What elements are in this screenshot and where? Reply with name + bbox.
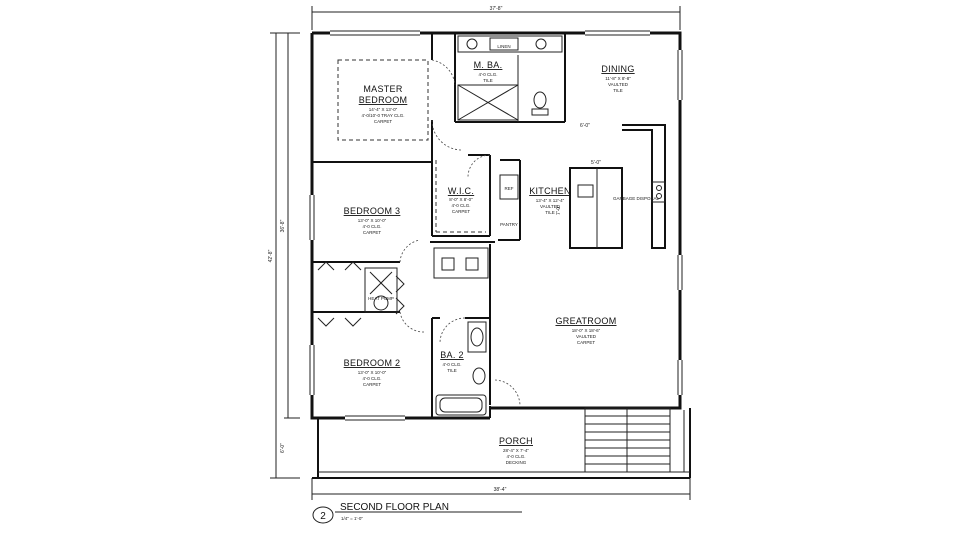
bath2-ceiling: 4'-0 CLG. — [442, 362, 461, 367]
bedroom2-ceiling: 4'-0 CLG. — [362, 376, 381, 381]
stair-treads — [585, 408, 670, 472]
bedroom3-name: BEDROOM 3 — [344, 206, 401, 216]
master-bedroom-ceiling: 4'-0/10'-0 TRAY CLG. — [362, 113, 405, 118]
porch-ceiling: 4'-0 CLG. — [506, 454, 525, 459]
porch-name: PORCH — [499, 436, 533, 446]
wic-size: 8'-0" X 8'-0" — [449, 197, 473, 202]
room-master-bath: M. BA. 4'-0 CLG. TILE — [474, 60, 503, 83]
master-bath-name: M. BA. — [474, 60, 503, 70]
bath2-finish: TILE — [447, 368, 457, 373]
greatroom-finish: CARPET — [577, 340, 596, 345]
wic-finish: CARPET — [452, 209, 471, 214]
room-greatroom: GREATROOM 18'-0" X 18'-6" VAULTED CARPET — [555, 316, 616, 345]
porch-finish: DECKING — [506, 460, 527, 465]
dim-island-width: 5'-0" — [591, 160, 601, 166]
door-swings — [399, 59, 521, 407]
master-bedroom-name-2: BEDROOM — [359, 95, 408, 105]
bedroom2-size: 13'-0" X 10'-0" — [358, 370, 387, 375]
bedroom3-finish: CARPET — [363, 230, 382, 235]
master-bath-finish: TILE — [483, 78, 493, 83]
appliance-label: GARBAGE DISPOSAL — [613, 196, 660, 201]
dim-kitchen-offset: 6'-0" — [580, 123, 590, 129]
wic-ceiling: 4'-0 CLG. — [451, 203, 470, 208]
greatroom-name: GREATROOM — [555, 316, 616, 326]
title-block: 2 SECOND FLOOR PLAN 1/4" = 1'-0" — [312, 502, 522, 524]
bedroom3-size: 13'-0" X 10'-0" — [358, 218, 387, 223]
drawing-scale: 1/4" = 1'-0" — [341, 516, 363, 521]
pantry-label: PANTRY — [500, 222, 518, 227]
interior-walls — [312, 33, 691, 479]
kitchen-size: 13'-4" X 12'-4" — [536, 198, 565, 203]
master-bedroom-name-1: MASTER — [363, 84, 403, 94]
room-kitchen: KITCHEN 13'-4" X 12'-4" VAULTED TILE — [529, 186, 571, 215]
room-bedroom3: BEDROOM 3 13'-0" X 10'-0" 4'-0 CLG. CARP… — [344, 206, 401, 235]
room-porch: PORCH 28'-4" X 7'-4" 4'-0 CLG. DECKING — [499, 436, 533, 465]
master-bath-ceiling: 4'-0 CLG. — [478, 72, 497, 77]
hvac-label: HEAT PUMP — [368, 296, 394, 301]
room-bedroom2: BEDROOM 2 13'-0" X 10'-0" 4'-0 CLG. CARP… — [344, 358, 401, 387]
dim-overall-left: 42'-8" — [268, 249, 274, 262]
drawing-number: 2 — [320, 511, 326, 522]
dining-size: 11'-8" X 8'-8" — [605, 76, 631, 81]
dim-overall-bottom: 38'-4" — [494, 487, 507, 493]
dining-name: DINING — [601, 64, 634, 74]
drawing-title: SECOND FLOOR PLAN — [340, 502, 449, 513]
kitchen-ceiling: VAULTED — [540, 204, 561, 209]
dining-finish: TILE — [613, 88, 623, 93]
room-bath2: BA. 2 4'-0 CLG. TILE — [440, 350, 464, 373]
kitchen-finish: TILE — [545, 210, 555, 215]
dim-island-depth: 7'-0" — [556, 205, 562, 215]
room-master-bedroom: MASTER BEDROOM 14'-4" X 13'-0" 4'-0/10'-… — [359, 84, 408, 124]
master-bedroom-size: 14'-4" X 13'-0" — [369, 107, 398, 112]
dim-overall-top: 37'-8" — [490, 6, 503, 12]
fixtures: LINEN 5'-0" 7'-0" GARBAGE DISPOSAL 6'-0"… — [317, 35, 671, 473]
room-labels: MASTER BEDROOM 14'-4" X 13'-0" 4'-0/10'-… — [344, 60, 635, 465]
master-bedroom-finish: CARPET — [374, 119, 393, 124]
dimension-lines: 37'-8" 38'-4" 42'-8" 36'-8" 6'-0" — [268, 6, 691, 500]
dim-left-porch: 6'-0" — [280, 443, 286, 453]
fridge-label: REF — [505, 186, 514, 191]
kitchen-name: KITCHEN — [529, 186, 571, 196]
porch-size: 28'-4" X 7'-4" — [503, 448, 529, 453]
bath2-name: BA. 2 — [440, 350, 464, 360]
bedroom2-name: BEDROOM 2 — [344, 358, 401, 368]
greatroom-size: 18'-0" X 18'-6" — [572, 328, 601, 333]
bedroom2-finish: CARPET — [363, 382, 382, 387]
room-dining: DINING 11'-8" X 8'-8" VAULTED TILE — [601, 64, 634, 93]
greatroom-ceiling: VAULTED — [576, 334, 597, 339]
room-wic: W.I.C. 8'-0" X 8'-0" 4'-0 CLG. CARPET — [448, 186, 474, 214]
dim-left-main: 36'-8" — [280, 219, 286, 232]
linen-label: LINEN — [497, 44, 510, 49]
wic-name: W.I.C. — [448, 186, 474, 196]
bedroom3-ceiling: 4'-0 CLG. — [362, 224, 381, 229]
dining-ceiling: VAULTED — [608, 82, 629, 87]
